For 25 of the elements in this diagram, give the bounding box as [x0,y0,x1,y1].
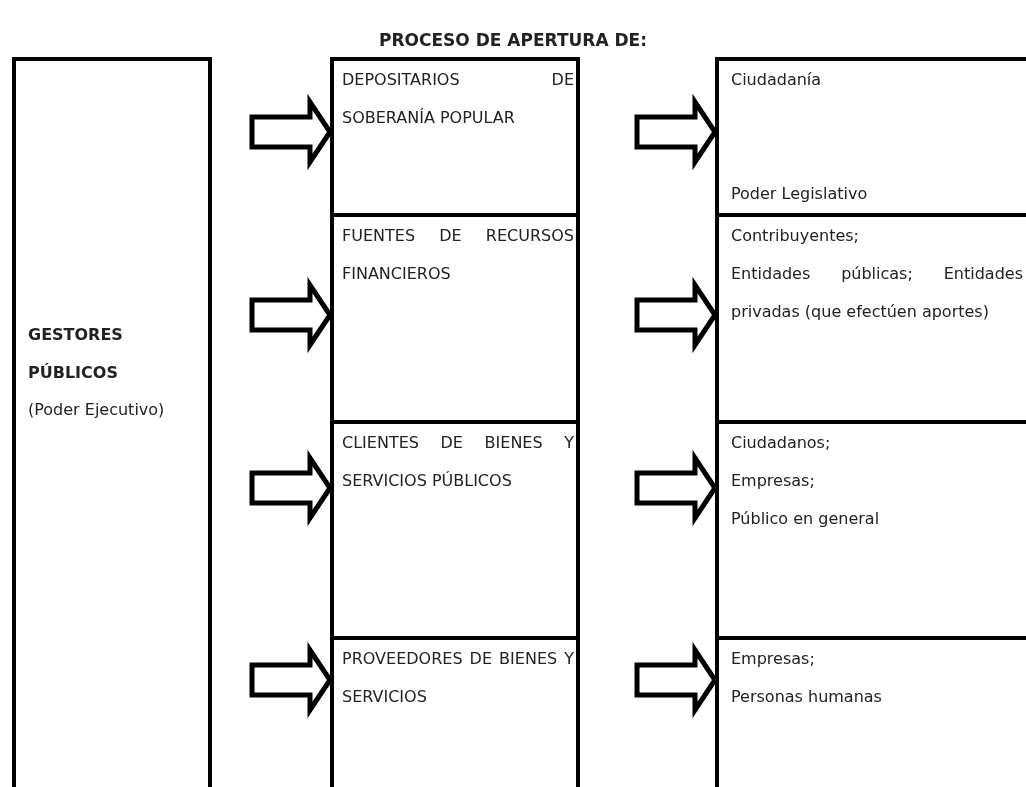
diagram-title: PROCESO DE APERTURA DE: [378,30,648,50]
box-text: Entidades públicas; Entidades privadas (que efectúen aportes) [731,263,1023,323]
box-text: PROVEEDORES DE BIENES Y SERVICIOS [342,648,574,708]
block-arrow [249,276,333,354]
block-arrow [249,449,333,527]
block-arrow [634,276,718,354]
block-arrow [634,449,718,527]
box-text: CLIENTES DE BIENES Y SERVICIOS PÚBLICOS [342,432,574,492]
box-text: Ciudadanos; [731,432,832,454]
box-text: Público en general [731,508,881,530]
box-text: DEPOSITARIOS DE SOBERANÍA POPULAR [342,69,574,129]
box-text: Ciudadanía [731,69,823,91]
block-arrow [634,93,718,171]
box-text: Empresas; [731,470,816,492]
block-arrow [249,93,333,171]
box-text: Personas humanas [731,686,883,708]
box-text: Poder Legislativo [731,183,869,205]
box-text: GESTORES PÚBLICOS [28,324,124,384]
block-arrow [249,641,333,719]
box-text: Empresas; [731,648,816,670]
box-text: FUENTES DE RECURSOS FINANCIEROS [342,225,574,285]
box-text: Contribuyentes; [731,225,860,247]
box-text: (Poder Ejecutivo) [28,399,166,421]
text-box [12,57,212,787]
block-arrow [634,641,718,719]
